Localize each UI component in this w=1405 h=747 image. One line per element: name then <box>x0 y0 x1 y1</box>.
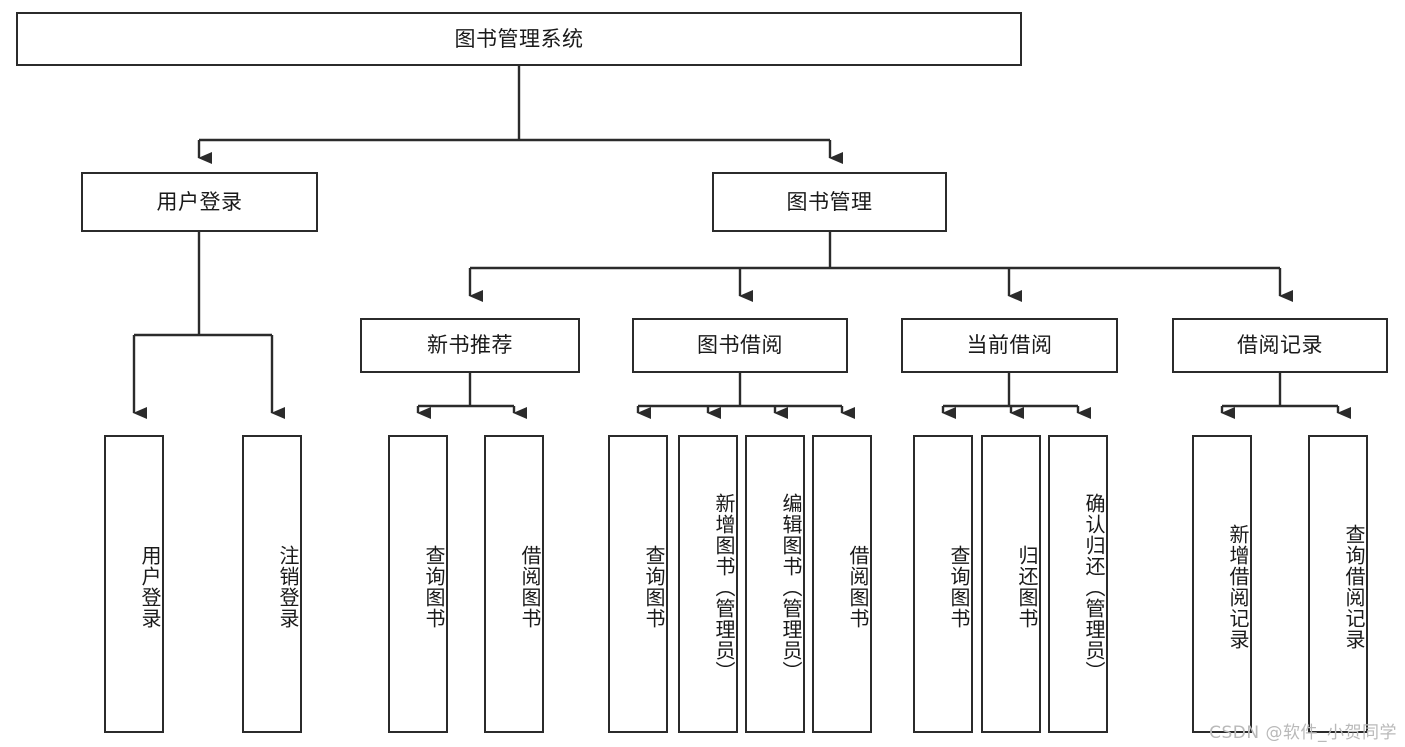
node-new-book-recommend[interactable]: 新书推荐 <box>360 318 580 373</box>
node-book-borrow-label: 图书借阅 <box>697 333 783 358</box>
leaf-query-book-current-label: 查询图书 <box>947 545 971 629</box>
leaf-user-login-label: 用户登录 <box>138 545 162 629</box>
leaf-edit-book-admin[interactable]: 编辑图书（管理员） <box>745 435 805 733</box>
leaf-borrow-book-label: 借阅图书 <box>846 545 870 629</box>
node-user-login[interactable]: 用户登录 <box>81 172 318 232</box>
node-borrow-record[interactable]: 借阅记录 <box>1172 318 1388 373</box>
leaf-add-borrow-record[interactable]: 新增借阅记录 <box>1192 435 1252 733</box>
leaf-logout-label: 注销登录 <box>276 545 300 629</box>
node-new-book-recommend-label: 新书推荐 <box>427 333 513 358</box>
node-book-management[interactable]: 图书管理 <box>712 172 947 232</box>
leaf-confirm-return-admin[interactable]: 确认归还（管理员） <box>1048 435 1108 733</box>
node-current-borrow[interactable]: 当前借阅 <box>901 318 1118 373</box>
node-root-label: 图书管理系统 <box>454 26 584 51</box>
leaf-borrow-book-newbook[interactable]: 借阅图书 <box>484 435 544 733</box>
leaf-query-book-current[interactable]: 查询图书 <box>913 435 973 733</box>
leaf-query-book-borrow[interactable]: 查询图书 <box>608 435 668 733</box>
leaf-query-book-borrow-label: 查询图书 <box>642 545 666 629</box>
leaf-edit-book-admin-label: 编辑图书（管理员） <box>779 492 803 682</box>
leaf-add-borrow-record-label: 新增借阅记录 <box>1226 524 1250 650</box>
node-user-login-label: 用户登录 <box>156 189 243 214</box>
leaf-query-book-newbook[interactable]: 查询图书 <box>388 435 448 733</box>
node-book-borrow[interactable]: 图书借阅 <box>632 318 848 373</box>
leaf-add-book-admin-label: 新增图书（管理员） <box>712 492 736 682</box>
leaf-return-book-label: 归还图书 <box>1015 545 1039 629</box>
leaf-query-borrow-record[interactable]: 查询借阅记录 <box>1308 435 1368 733</box>
leaf-confirm-return-admin-label: 确认归还（管理员） <box>1082 492 1106 682</box>
leaf-query-book-newbook-label: 查询图书 <box>422 545 446 629</box>
leaf-borrow-book-newbook-label: 借阅图书 <box>518 545 542 629</box>
leaf-query-borrow-record-label: 查询借阅记录 <box>1342 524 1366 650</box>
node-borrow-record-label: 借阅记录 <box>1237 333 1323 358</box>
leaf-add-book-admin[interactable]: 新增图书（管理员） <box>678 435 738 733</box>
leaf-borrow-book[interactable]: 借阅图书 <box>812 435 872 733</box>
node-current-borrow-label: 当前借阅 <box>966 333 1053 358</box>
leaf-return-book[interactable]: 归还图书 <box>981 435 1041 733</box>
node-root[interactable]: 图书管理系统 <box>16 12 1022 66</box>
watermark-text: CSDN @软件_小贺同学 <box>1209 723 1397 743</box>
node-book-management-label: 图书管理 <box>786 189 873 214</box>
leaf-user-login[interactable]: 用户登录 <box>104 435 164 733</box>
leaf-logout[interactable]: 注销登录 <box>242 435 302 733</box>
